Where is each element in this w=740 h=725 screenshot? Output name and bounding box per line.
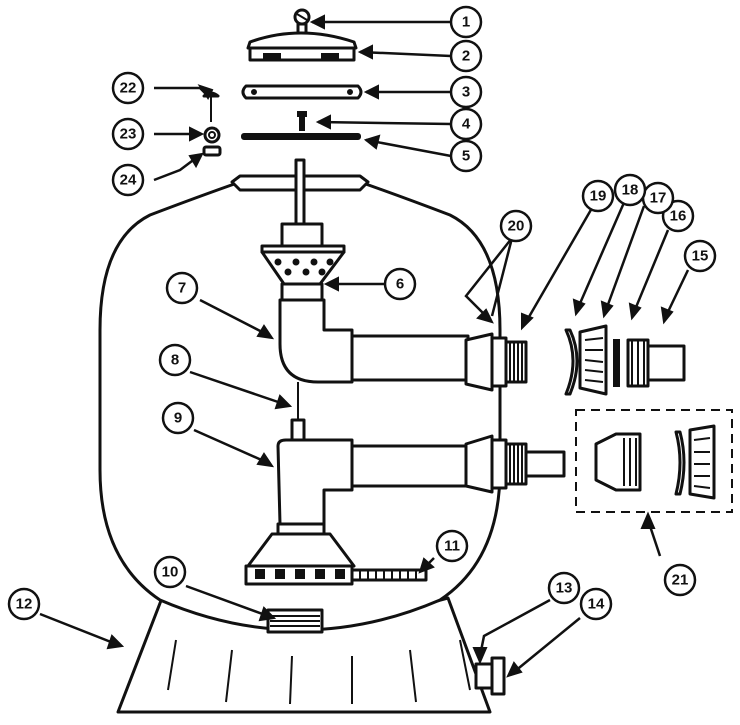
gasket-ring: [564, 328, 579, 396]
svg-text:1: 1: [462, 14, 470, 31]
svg-text:20: 20: [508, 218, 525, 235]
top-diffuser: [260, 244, 346, 302]
svg-text:8: 8: [171, 352, 179, 369]
o-ring-seal: [613, 339, 620, 387]
svg-text:9: 9: [174, 410, 182, 427]
svg-text:10: 10: [162, 564, 179, 581]
callout-24: 24: [111, 163, 145, 197]
callout-18: 18: [613, 173, 647, 207]
lower-elbow: [276, 438, 470, 526]
svg-text:15: 15: [692, 248, 709, 265]
callout-9: 9: [161, 401, 195, 435]
lateral-hub: [244, 522, 356, 586]
callout-2: 2: [449, 39, 483, 73]
lid-cover: [246, 31, 358, 62]
lower-bulkhead: [464, 434, 566, 494]
drain-plug: [474, 656, 506, 696]
svg-text:4: 4: [462, 116, 471, 133]
callout-21: 21: [663, 563, 697, 597]
lid-knob: [293, 8, 311, 36]
svg-text:2: 2: [462, 48, 470, 65]
svg-text:21: 21: [672, 572, 689, 589]
callout-8: 8: [158, 343, 192, 377]
kit-21-group: [575, 409, 733, 513]
svg-text:14: 14: [588, 596, 605, 613]
svg-text:24: 24: [120, 172, 137, 189]
nut: [203, 126, 221, 144]
svg-text:17: 17: [650, 190, 667, 207]
lid-screw: [297, 111, 307, 131]
union-tail: [626, 338, 686, 388]
svg-text:18: 18: [622, 182, 639, 199]
callout-3: 3: [449, 75, 483, 109]
callout-7: 7: [165, 271, 199, 305]
callout-16: 16: [661, 199, 695, 233]
callout-12: 12: [7, 587, 41, 621]
svg-text:6: 6: [396, 276, 404, 293]
callout-15: 15: [683, 239, 717, 273]
callout-17: 17: [641, 181, 675, 215]
callout-11: 11: [435, 529, 469, 563]
callouts: 1 2 3 4 5 6 7 8 9 10 11 12 13 14 15 16 1…: [7, 5, 717, 621]
svg-text:5: 5: [462, 148, 470, 165]
callout-13: 13: [547, 571, 581, 605]
callout-4: 4: [449, 107, 483, 141]
svg-text:3: 3: [462, 84, 470, 101]
callout-23: 23: [111, 117, 145, 151]
svg-text:16: 16: [670, 208, 687, 225]
svg-text:19: 19: [590, 188, 607, 205]
center-pipe: [280, 158, 324, 248]
upper-bulkhead: [464, 332, 528, 392]
svg-text:12: 12: [16, 596, 33, 613]
callout-19: 19: [581, 179, 615, 213]
callout-5: 5: [449, 139, 483, 173]
callout-22: 22: [111, 71, 145, 105]
svg-text:23: 23: [120, 126, 137, 143]
leader-lines: [39, 14, 690, 678]
lid-clamp: [241, 84, 363, 100]
svg-text:7: 7: [178, 280, 186, 297]
union-nut: [578, 324, 608, 396]
upper-elbow: [278, 298, 470, 384]
svg-text:11: 11: [444, 538, 460, 555]
callout-1: 1: [449, 5, 483, 39]
lateral-arm: [350, 568, 428, 582]
washer: [202, 145, 222, 157]
o-ring: [241, 133, 361, 140]
drain-screen: [266, 608, 324, 634]
svg-text:22: 22: [120, 80, 137, 97]
callout-6: 6: [383, 267, 417, 301]
svg-text:13: 13: [556, 580, 573, 597]
bolt: [202, 91, 220, 122]
callout-14: 14: [579, 587, 613, 621]
callout-10: 10: [153, 555, 187, 589]
callout-20: 20: [499, 209, 533, 243]
